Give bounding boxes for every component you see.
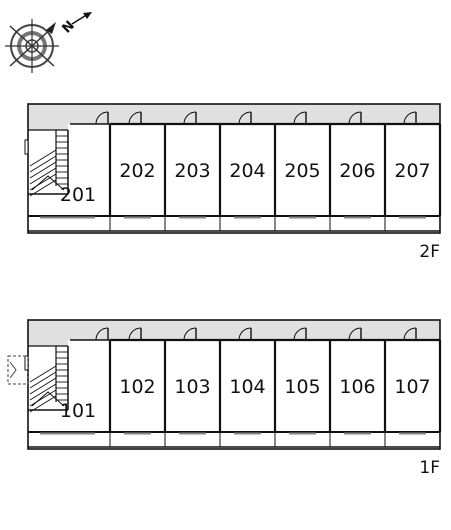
door-marker xyxy=(128,327,142,341)
door-marker xyxy=(293,327,307,341)
unit-label: 102 xyxy=(119,376,155,398)
door-marker xyxy=(348,111,362,125)
door-marker xyxy=(403,327,417,341)
outdoor-box xyxy=(7,355,29,385)
unit-label: 107 xyxy=(394,376,430,398)
unit-label: 203 xyxy=(174,160,210,182)
staircase xyxy=(28,345,69,413)
door-marker xyxy=(183,111,197,125)
unit-label: 105 xyxy=(284,376,320,398)
door-marker xyxy=(403,111,417,125)
door-marker xyxy=(238,111,252,125)
unit-label: 204 xyxy=(229,160,265,182)
unit-label: 106 xyxy=(339,376,375,398)
unit-label: 101 xyxy=(60,400,96,422)
stair-landing xyxy=(28,104,68,130)
unit-label: 206 xyxy=(339,160,375,182)
floor-2f: 201 202 203 204 205 206 207 2F xyxy=(24,103,442,262)
corridor xyxy=(28,320,440,340)
floor-1f: 101 102 103 104 105 106 107 1F xyxy=(7,319,442,478)
door-marker xyxy=(128,111,142,125)
compass-north-letter: N xyxy=(60,18,78,36)
staircase xyxy=(28,129,69,197)
door-marker xyxy=(238,327,252,341)
floor-label: 1F xyxy=(419,458,440,478)
door-marker xyxy=(293,111,307,125)
unit-label: 103 xyxy=(174,376,210,398)
floor-label: 2F xyxy=(419,242,440,262)
unit-label: 207 xyxy=(394,160,430,182)
unit-label: 202 xyxy=(119,160,155,182)
compass-icon: N xyxy=(5,12,92,73)
door-marker xyxy=(183,327,197,341)
corridor xyxy=(28,104,440,124)
unit-label: 201 xyxy=(60,184,96,206)
unit-label: 104 xyxy=(229,376,265,398)
door-marker xyxy=(95,327,109,341)
unit-label: 205 xyxy=(284,160,320,182)
door-marker xyxy=(348,327,362,341)
door-marker xyxy=(95,111,109,125)
stair-landing xyxy=(28,320,68,346)
